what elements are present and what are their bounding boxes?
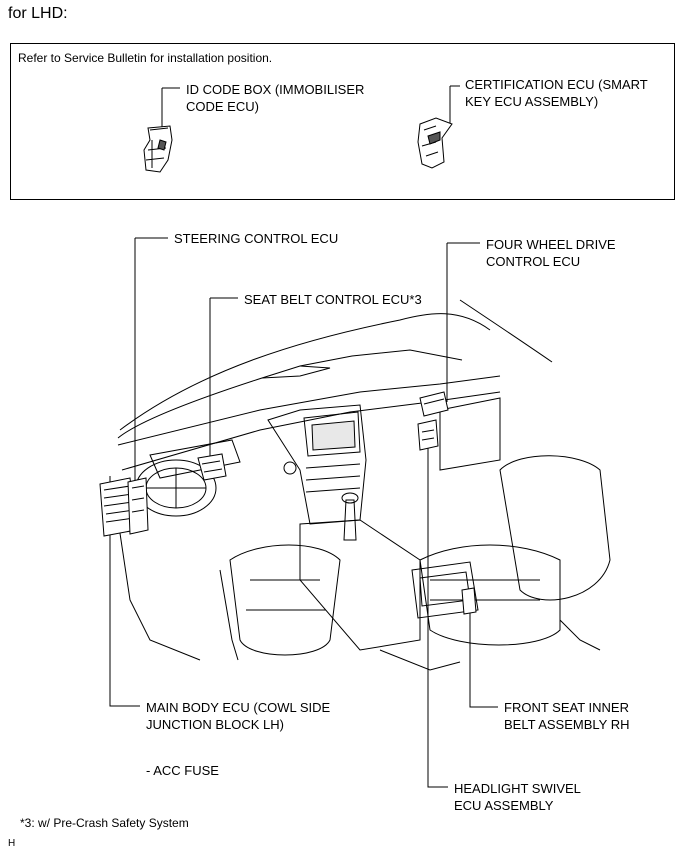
- label-four-wheel-drive-ecu: FOUR WHEEL DRIVE CONTROL ECU: [486, 237, 616, 269]
- front-seat-inner-belt-part: [461, 587, 477, 615]
- seat-belt-control-ecu-part: [197, 453, 227, 481]
- label-seat-belt-control-ecu: SEAT BELT CONTROL ECU*3: [244, 292, 422, 307]
- label-front-seat-inner-belt: FRONT SEAT INNER BELT ASSEMBLY RH: [504, 700, 630, 732]
- service-bulletin-box: [10, 43, 675, 200]
- label-id-code-box: ID CODE BOX (IMMOBILISER CODE ECU): [186, 82, 365, 114]
- service-bulletin-note: Refer to Service Bulletin for installati…: [18, 51, 273, 65]
- corner-mark: H: [8, 838, 16, 849]
- label-steering-control-ecu: STEERING CONTROL ECU: [174, 231, 339, 246]
- footnote: *3: w/ Pre-Crash Safety System: [20, 816, 189, 830]
- label-main-body-ecu: MAIN BODY ECU (COWL SIDE JUNCTION BLOCK …: [146, 700, 331, 732]
- four-wheel-drive-ecu-part: [419, 391, 449, 417]
- page-heading: for LHD:: [8, 5, 68, 22]
- id-code-box-part: [143, 87, 180, 173]
- vehicle-interior-drawing: [117, 299, 611, 671]
- certification-ecu-part: [417, 85, 460, 169]
- label-certification-ecu: CERTIFICATION ECU (SMART KEY ECU ASSEMBL…: [465, 77, 648, 109]
- label-headlight-swivel-ecu: HEADLIGHT SWIVEL ECU ASSEMBLY: [454, 781, 581, 813]
- steering-control-ecu-part: [127, 477, 149, 535]
- headlight-swivel-ecu-part: [417, 419, 439, 451]
- label-acc-fuse: - ACC FUSE: [146, 763, 219, 778]
